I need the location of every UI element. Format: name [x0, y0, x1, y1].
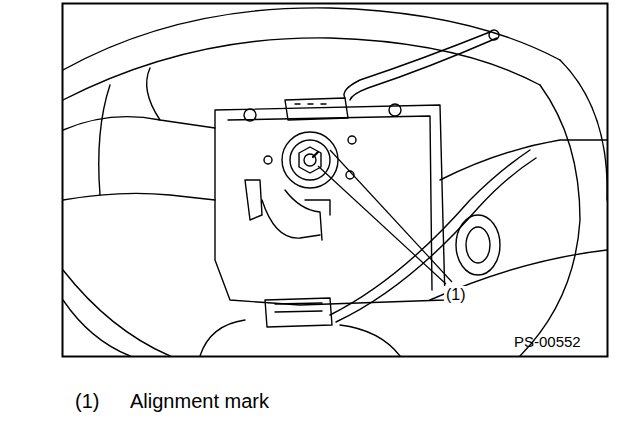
- leader-lines: [318, 150, 452, 284]
- frame: [63, 4, 608, 357]
- part-name: Alignment mark: [130, 390, 269, 412]
- callout-number: (1): [444, 286, 468, 304]
- leader-line: [330, 150, 452, 282]
- leader-line: [318, 166, 446, 284]
- wheel-drawing: [63, 8, 607, 356]
- figure-code: PS-00552: [514, 334, 581, 351]
- callout-number: (1): [75, 390, 99, 412]
